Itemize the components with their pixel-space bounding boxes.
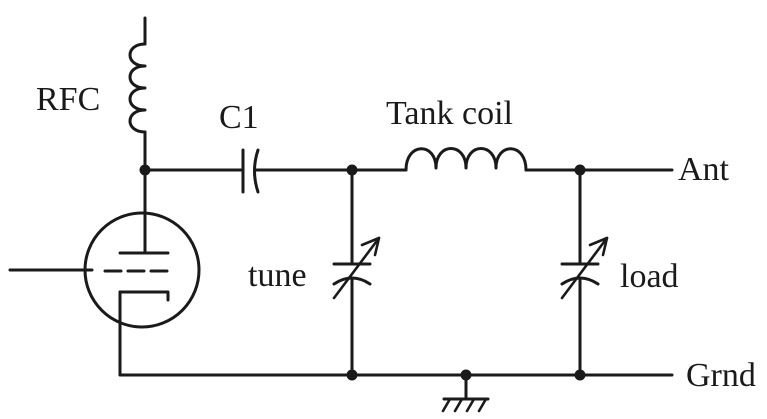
load-capacitor: [560, 168, 609, 377]
label-rfc: RFC: [36, 81, 100, 118]
junction-dots: [139, 164, 586, 381]
label-tune: tune: [248, 257, 307, 294]
vacuum-tube: [8, 168, 201, 377]
label-c1: C1: [219, 99, 259, 136]
tune-capacitor: [332, 168, 381, 377]
label-tank-coil: Tank coil: [386, 95, 513, 132]
label-load: load: [620, 258, 679, 295]
tank-coil: [404, 147, 528, 172]
label-grnd: Grnd: [686, 357, 756, 394]
label-ant: Ant: [678, 151, 730, 188]
rf-choke: [128, 16, 147, 172]
capacitor-c1: [241, 148, 354, 194]
